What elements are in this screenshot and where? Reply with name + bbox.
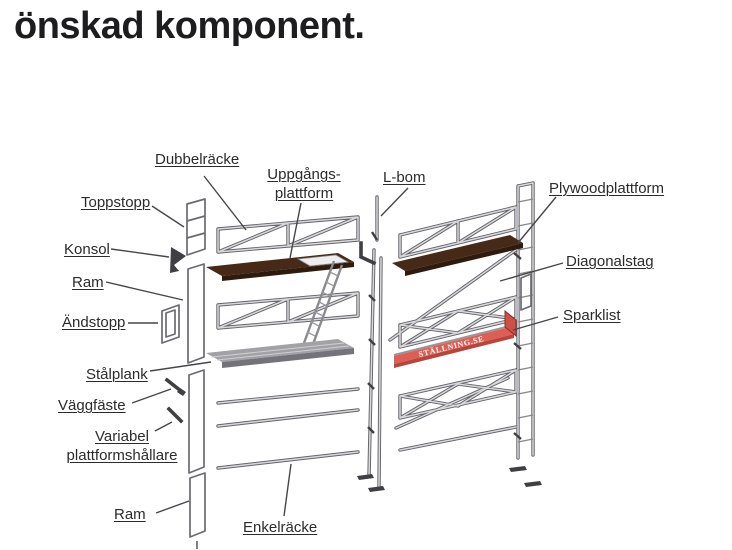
label-sparklist[interactable]: Sparklist [563,307,621,324]
label-plywoodplattform[interactable]: Plywoodplattform [549,180,665,197]
uppgangsplattform-shape [206,253,354,281]
label-stalplank[interactable]: Stålplank [86,366,148,383]
label-diagonalstag[interactable]: Diagonalstag [566,253,654,270]
small-parts [164,231,522,440]
label-ram-lower[interactable]: Ram [114,506,146,523]
label-uppgangsplattform[interactable]: Uppgångs- plattform [267,165,340,203]
label-ram-upper[interactable]: Ram [72,274,104,291]
label-variabel-plattformshallare[interactable]: Variabel plattformshållare [67,427,178,465]
label-dubbelracke[interactable]: Dubbelräcke [155,151,240,168]
loose-frames [161,198,532,549]
end-frame-rungs [517,198,534,443]
label-andstopp[interactable]: Ändstopp [62,314,126,331]
label-vaggfaste[interactable]: Väggfäste [58,397,126,414]
label-variabel-line2: plattformshållare [66,447,178,464]
page-title: önskad komponent. [14,5,365,47]
label-konsol[interactable]: Konsol [64,241,110,258]
stalplank-shape [206,339,354,368]
label-uppgangsplattform-line2: plattform [274,185,334,202]
label-enkelracke[interactable]: Enkelräcke [243,519,318,536]
label-uppgangsplattform-line1: Uppgångs- [267,166,341,183]
label-leader-lines [105,175,564,517]
base-plates [357,466,542,492]
label-l-bom[interactable]: L-bom [383,169,426,186]
plywoodplattform-shape [392,235,523,276]
ladder-shape [302,260,344,348]
label-toppstopp[interactable]: Toppstopp [81,194,151,211]
label-variabel-line1: Variabel [95,428,149,445]
